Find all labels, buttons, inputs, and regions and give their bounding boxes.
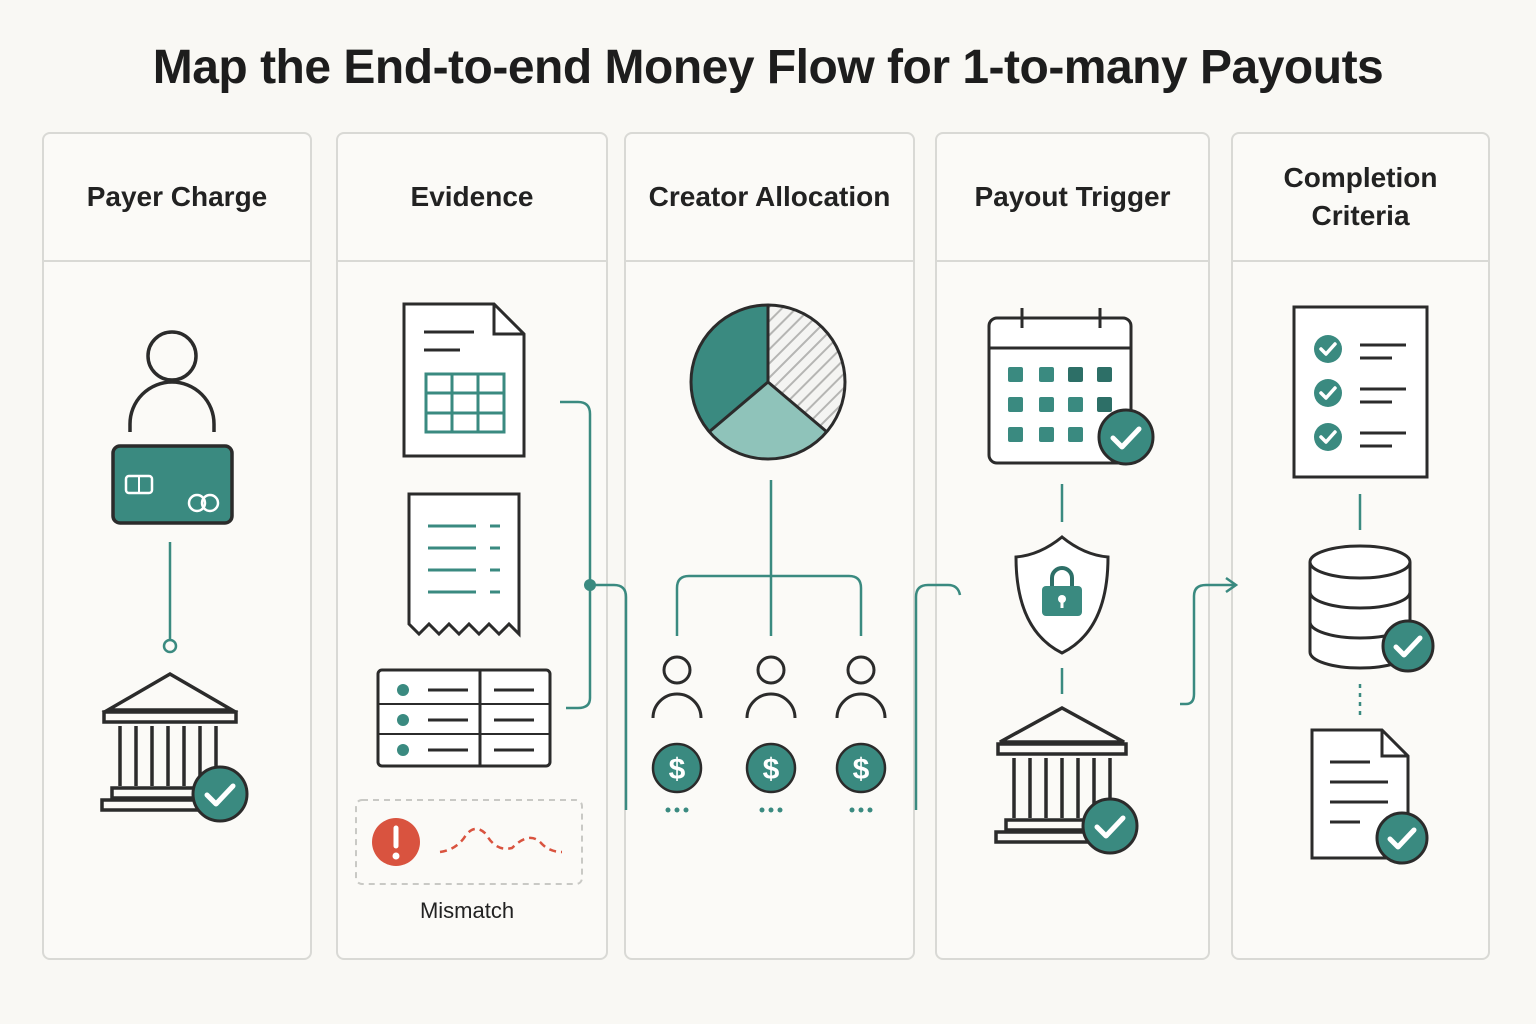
check-badge-icon (1097, 408, 1155, 466)
shield-lock-icon (1014, 535, 1110, 655)
check-badge-icon (191, 765, 249, 823)
pie-chart-icon (689, 303, 847, 461)
creator-allocation-recipients: $ $ $ (651, 655, 887, 813)
svg-text:$: $ (763, 753, 780, 786)
page-title: Map the End-to-end Money Flow for 1-to-m… (152, 41, 1384, 94)
column-heading: Payout Trigger (937, 134, 1208, 262)
dollar-coin-icon: $ (835, 742, 887, 794)
creator-icon (835, 655, 887, 719)
check-badge-icon (1375, 811, 1429, 865)
ledger-icon (376, 668, 552, 768)
svg-text:$: $ (853, 753, 870, 786)
dollar-coin-icon: $ (651, 742, 703, 794)
creator-icon (745, 655, 797, 719)
column-heading: Evidence (338, 134, 606, 262)
credit-card-icon (111, 444, 234, 525)
mismatch-label: Mismatch (419, 898, 515, 923)
creator-icon (651, 655, 703, 719)
document-table-icon (402, 302, 526, 458)
check-badge-icon (1081, 797, 1139, 855)
checklist-icon (1292, 305, 1429, 479)
dollar-coin-icon: $ (745, 742, 797, 794)
check-badge-icon (1381, 619, 1435, 673)
mismatch-box (355, 799, 583, 885)
receipt-icon (407, 492, 521, 638)
svg-text:$: $ (669, 753, 686, 786)
column-heading: Creator Allocation (626, 134, 913, 262)
column-heading: Payer Charge (44, 134, 310, 262)
column-heading: Completion Criteria (1233, 134, 1488, 262)
column-creator-allocation: Creator Allocation (624, 132, 915, 960)
column-payer-charge: Payer Charge (42, 132, 312, 960)
calendar-icon (987, 308, 1133, 465)
person-icon (128, 330, 216, 432)
